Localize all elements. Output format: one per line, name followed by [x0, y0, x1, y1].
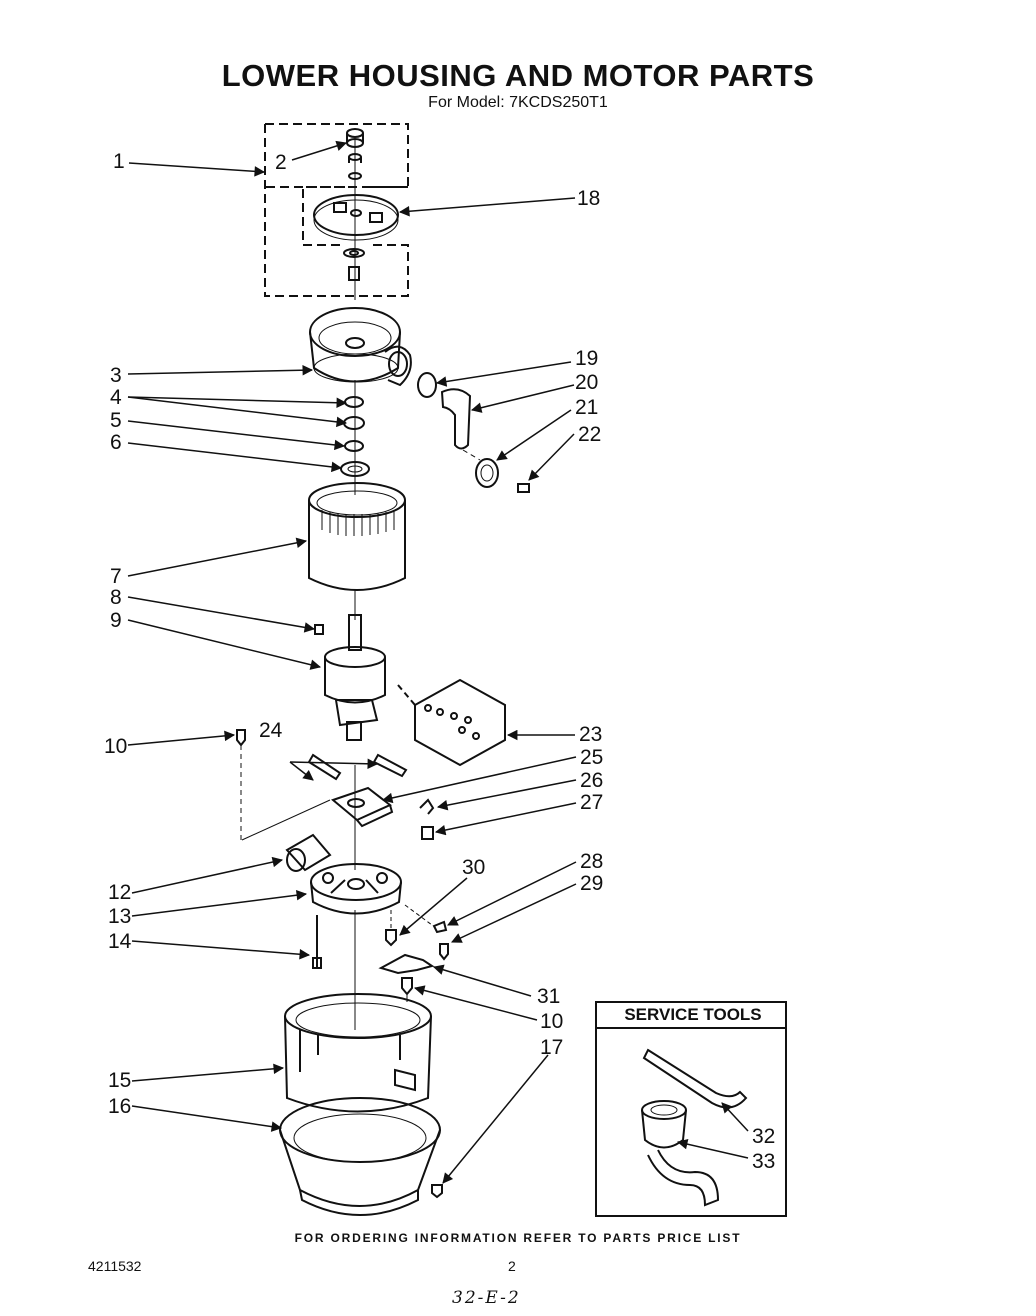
- part-29-screw: [439, 943, 449, 961]
- part-4-washer: [344, 396, 364, 408]
- callout-18: 18: [577, 187, 601, 210]
- service-tools-box: [595, 1001, 787, 1217]
- callout-1: 1: [113, 150, 125, 173]
- part-32-wrench-tool: [642, 1048, 748, 1109]
- callout-22: 22: [578, 423, 602, 446]
- handwritten-code: 32-E-2: [452, 1288, 521, 1308]
- callout-32: 32: [752, 1125, 776, 1148]
- callout-21: 21: [575, 396, 599, 419]
- part-5-seal: [343, 416, 365, 430]
- part-17-screw: [431, 1184, 443, 1199]
- callout-19: 19: [575, 347, 599, 370]
- callout-6: 6: [110, 431, 122, 454]
- part-19-gasket: [417, 372, 437, 398]
- part-20-elbow: [440, 388, 472, 450]
- callout-8: 8: [110, 586, 122, 609]
- part-26-clip: [419, 798, 435, 815]
- callout-24: 24: [259, 719, 283, 742]
- callout-15: 15: [108, 1069, 132, 1092]
- callout-25: 25: [580, 746, 604, 769]
- callout-31: 31: [537, 985, 561, 1008]
- document-number: 4211532: [88, 1258, 142, 1274]
- part-23-terminal-block: [397, 678, 506, 767]
- part-24-brush-right: [372, 753, 408, 778]
- callout-5: 5: [110, 409, 122, 432]
- page-title: LOWER HOUSING AND MOTOR PARTS: [221, 58, 815, 93]
- part-3-upper-housing: [309, 307, 412, 387]
- callout-4: 4: [110, 386, 122, 409]
- part-9-rotor: [324, 614, 386, 741]
- callout-30: 30: [462, 856, 486, 879]
- part-25-brush-holder: [330, 786, 394, 828]
- callout-23: 23: [579, 723, 603, 746]
- part-7-stator: [308, 482, 406, 591]
- callout-29: 29: [580, 872, 604, 895]
- part-24-brush-left: [307, 753, 342, 781]
- part-22-screw: [517, 483, 530, 493]
- callout-28: 28: [580, 850, 604, 873]
- callout-26: 26: [580, 769, 604, 792]
- part-18-grinding-plate: [313, 194, 399, 281]
- part-8-key: [314, 624, 324, 635]
- callout-13: 13: [108, 905, 132, 928]
- callout-17: 17: [540, 1036, 564, 1059]
- part-13-end-bell: [310, 863, 402, 915]
- part-28-terminal: [432, 920, 448, 934]
- part-12-capacitor: [285, 833, 332, 872]
- part-30-screw: [385, 929, 397, 947]
- page-number: 2: [508, 1258, 516, 1274]
- part-1-group-outline: [265, 123, 409, 188]
- callout-10-lower: 10: [540, 1010, 564, 1033]
- callout-20: 20: [575, 371, 599, 394]
- callout-33: 33: [752, 1150, 776, 1173]
- part-27-switch: [421, 826, 434, 840]
- callout-7: 7: [110, 565, 122, 588]
- part-33-tool: [641, 1100, 720, 1207]
- callout-14: 14: [108, 930, 132, 953]
- callout-27: 27: [580, 791, 604, 814]
- model-subtitle: For Model: 7KCDS250T1: [428, 94, 608, 111]
- part-10-screw: [236, 729, 246, 747]
- service-tools-title: SERVICE TOOLS: [624, 1005, 762, 1024]
- callout-3: 3: [110, 364, 122, 387]
- callout-10: 10: [104, 735, 128, 758]
- callout-9: 9: [110, 609, 122, 632]
- part-15-shell: [284, 993, 432, 1113]
- callout-16: 16: [108, 1095, 132, 1118]
- part-21-flange: [475, 458, 499, 488]
- callout-2: 2: [275, 151, 287, 174]
- part-16-base: [279, 1097, 441, 1216]
- part-10-screw-lower: [401, 977, 413, 996]
- ordering-note: FOR ORDERING INFORMATION REFER TO PARTS …: [294, 1231, 742, 1245]
- callout-12: 12: [108, 881, 132, 904]
- part-31-bracket: [378, 953, 435, 975]
